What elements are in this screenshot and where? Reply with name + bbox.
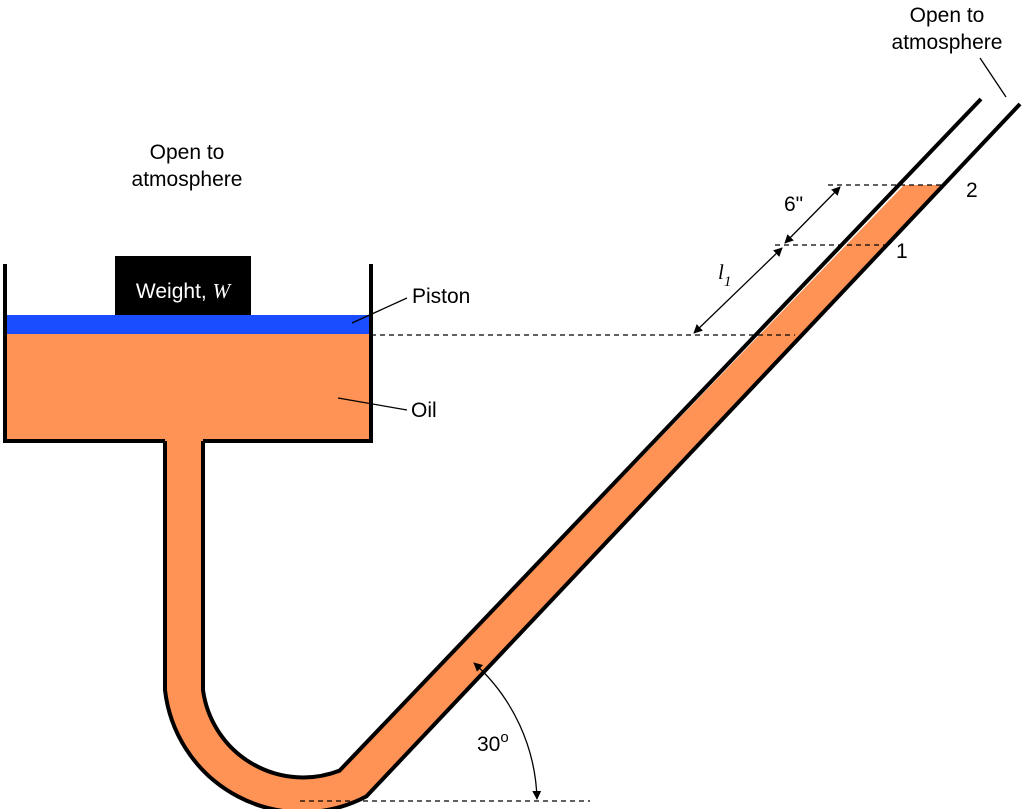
level-2-label: 2 [966, 179, 978, 202]
piston [7, 315, 369, 334]
open-to-atmosphere-right-line2: atmosphere [892, 31, 1003, 54]
dimension-arrow-6in [784, 186, 841, 244]
weight-label: Weight, W [136, 279, 233, 303]
angle-unit: o [500, 729, 508, 746]
weight-symbol: W [213, 279, 233, 303]
right-open-leader-line [979, 57, 1007, 98]
oil-label: Oil [411, 399, 437, 422]
weight-label-text: Weight, [136, 280, 213, 303]
dimension-l1-subscript: 1 [724, 274, 732, 290]
tank-outline [3, 264, 373, 443]
dimension-l1-letter: l [718, 260, 724, 284]
tube-oil [165, 185, 943, 809]
piston-leader-line [351, 297, 408, 324]
angle-label: 30o [477, 729, 509, 756]
level-1-label: 1 [896, 240, 908, 263]
open-to-atmosphere-right-line1: Open to [910, 4, 985, 27]
open-to-atmosphere-left-line1: Open to [150, 141, 225, 164]
dimension-l1-label: l1 [718, 260, 731, 290]
tube-inner-wall [201, 97, 983, 780]
angle-arc [473, 662, 542, 800]
oil-leader-line [337, 397, 408, 411]
dimension-arrow-l1 [693, 247, 783, 334]
tank-oil [7, 334, 369, 440]
weight-block [115, 256, 251, 315]
angle-value: 30 [477, 733, 500, 756]
dimension-6in-label: 6" [784, 193, 803, 216]
tube-outer-wall [163, 102, 1022, 809]
piston-label: Piston [412, 285, 470, 308]
open-to-atmosphere-left-line2: atmosphere [132, 168, 243, 191]
